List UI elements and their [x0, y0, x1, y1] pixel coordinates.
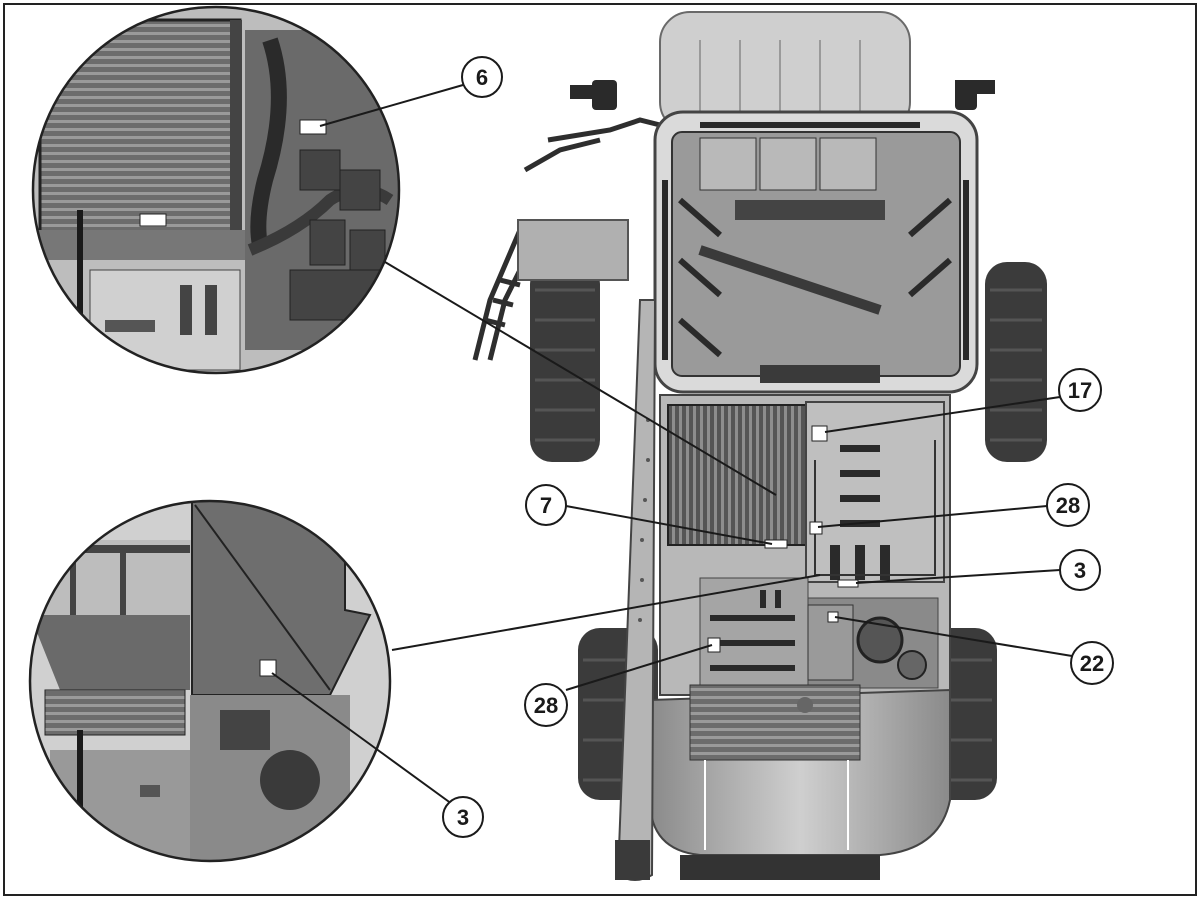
- decal-28-lower: [707, 637, 721, 653]
- callouts: 6 17 7 28 3 22 28 3: [442, 56, 1114, 838]
- decal-3-detail: [259, 659, 277, 677]
- callout-7: 7: [525, 484, 567, 526]
- callout-28-upper: 28: [1046, 483, 1090, 527]
- callout-28-lower: 28: [524, 683, 568, 727]
- svg-text:28: 28: [534, 693, 558, 718]
- detail-view-bottom: [28, 499, 392, 863]
- access-ladder: [472, 117, 661, 361]
- decal-3-main: [837, 579, 859, 588]
- decal-28-upper: [809, 521, 823, 535]
- detail-view-top: [31, 5, 401, 375]
- svg-text:22: 22: [1080, 651, 1104, 676]
- svg-text:7: 7: [540, 493, 552, 518]
- decal-6: [299, 119, 327, 135]
- callout-3-detail: 3: [442, 796, 484, 838]
- callout-17: 17: [1058, 368, 1102, 412]
- callout-22: 22: [1070, 641, 1114, 685]
- platform: [517, 219, 629, 281]
- decal-17: [811, 425, 828, 442]
- machine-top-view: [472, 11, 1047, 881]
- svg-text:3: 3: [1074, 558, 1086, 583]
- radiator-main: [667, 404, 807, 546]
- decal-7: [764, 539, 788, 549]
- side-mirrors: [570, 80, 995, 110]
- svg-text:6: 6: [476, 65, 488, 90]
- leader-lines: [271, 84, 1073, 813]
- unloading-auger: [616, 299, 657, 881]
- callout-3-main: 3: [1059, 549, 1101, 591]
- svg-text:3: 3: [457, 805, 469, 830]
- detail-radiator: [38, 18, 242, 242]
- svg-text:17: 17: [1068, 378, 1092, 403]
- right-rear-wheel: [985, 262, 1047, 462]
- svg-text:28: 28: [1056, 493, 1080, 518]
- left-rear-wheel: [530, 262, 600, 462]
- figure-frame: [3, 3, 1197, 896]
- callout-6: 6: [461, 56, 503, 98]
- detail-panel: [191, 501, 372, 696]
